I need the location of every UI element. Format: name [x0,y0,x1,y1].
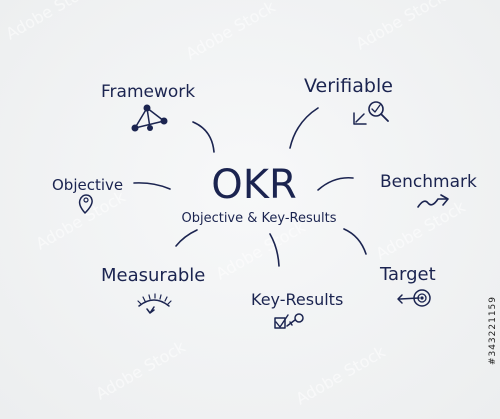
branch-label-framework: Framework [101,82,195,102]
center-subtitle: Objective & Key-Results [181,211,336,226]
trend-arrow-icon [417,194,449,208]
branch-label-key-results: Key-Results [251,290,343,309]
watermark-text: Adobe Stock [293,342,390,409]
connector-measurable [175,229,198,247]
connector-verifiable [289,107,319,149]
connector-objective [133,182,171,190]
branch-key-results: Key-Results [251,290,343,329]
watermark-text: Adobe Stock [93,337,190,404]
branch-verifiable: Verifiable [304,75,393,125]
center-title: OKR [211,162,297,208]
connectors [133,107,367,267]
magnifier-check-icon [353,101,389,125]
branch-label-benchmark: Benchmark [380,172,477,192]
branch-framework: Framework [101,82,195,132]
watermark-text: Adobe Stock [3,0,100,43]
target-arrow-icon [397,289,431,307]
network-nodes-icon [131,104,168,132]
connector-framework [192,121,215,153]
connector-benchmark [317,176,354,191]
watermark-text: Adobe Stock [183,0,280,63]
connector-target [343,228,367,255]
branch-label-verifiable: Verifiable [304,75,393,97]
watermark-text: Adobe Stock [353,0,450,53]
branch-measurable: Measurable [101,265,205,314]
branch-target: Target [379,264,436,307]
watermark-text: Adobe Stock [213,217,310,284]
stock-id-text: #343221159 [488,296,498,366]
gauge-arc-icon [137,293,172,314]
connector-key-results [269,233,280,267]
watermark-text: Adobe Stock [373,197,470,264]
branch-label-objective: Objective [52,176,123,194]
key-checkbox-icon [274,313,304,329]
watermark-text: Adobe Stock [33,187,130,254]
branch-objective: Objective [52,176,123,214]
location-pin-icon [78,194,93,214]
branch-label-target: Target [379,264,436,285]
branch-benchmark: Benchmark [380,172,477,208]
branch-label-measurable: Measurable [101,265,205,286]
